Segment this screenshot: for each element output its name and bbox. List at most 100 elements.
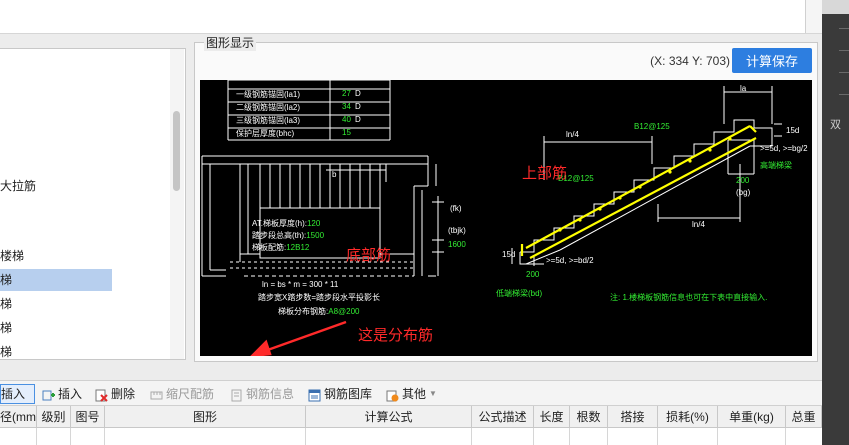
tree-item[interactable]: 梯 xyxy=(0,321,13,335)
ruler-tick xyxy=(839,94,849,95)
ruler-tick xyxy=(839,72,849,73)
dim-bd2: >=5d, >=bd/2 xyxy=(546,256,594,265)
dim-la: la xyxy=(740,84,747,93)
table-cell[interactable] xyxy=(718,428,786,445)
parameter-table xyxy=(227,80,391,141)
plan-ln-formula: ln = bs * m = 300 * 11 xyxy=(262,280,339,289)
plan-dist-rebar: 梯板分布钢筋:A8@200 xyxy=(278,307,360,316)
plan-thickness: AT.梯板厚度(h):120 xyxy=(252,219,321,228)
col-header[interactable]: 图形 xyxy=(105,406,306,428)
col-header[interactable]: 径(mm) xyxy=(0,406,37,428)
tree-item[interactable]: 梯 xyxy=(0,345,13,359)
table-cell[interactable] xyxy=(306,428,472,445)
param-row-value: 15 xyxy=(342,128,351,137)
plan-view xyxy=(201,155,444,277)
col-header[interactable]: 级别 xyxy=(37,406,71,428)
insert-button[interactable]: 插入 xyxy=(42,384,82,404)
stair-drawing xyxy=(201,80,782,356)
param-row-label: 二级钢筋锚固(la2) xyxy=(236,103,301,112)
graphic-display-title: 图形显示 xyxy=(204,34,257,51)
scale-rebar-label: 缩尺配筋 xyxy=(166,387,215,401)
dim-b12-top: B12@125 xyxy=(634,122,670,131)
annotation-top-rebar: 上部筋 xyxy=(522,165,568,182)
col-header[interactable]: 公式描述 xyxy=(472,406,534,428)
col-header[interactable]: 计算公式 xyxy=(306,406,472,428)
table-cell[interactable] xyxy=(658,428,718,445)
tree-scrollbar-thumb[interactable] xyxy=(173,111,180,191)
rebar-info-button[interactable]: 钢筋信息 xyxy=(230,384,294,404)
ruler-tick xyxy=(839,28,849,29)
red-arrow xyxy=(250,320,347,356)
table-cell[interactable] xyxy=(570,428,608,445)
dim-ln4-top: ln/4 xyxy=(566,130,579,139)
drawing-canvas[interactable]: 一级钢筋锚固(la1) 27 D 二级钢筋锚固(la2) 34 D 三级钢筋锚固… xyxy=(200,80,812,356)
table-cell[interactable] xyxy=(0,428,37,445)
table-cell[interactable] xyxy=(37,428,71,445)
insert-input-label: 插入 xyxy=(1,387,26,401)
scale-rebar-icon xyxy=(150,388,163,401)
top-bar xyxy=(0,0,822,34)
col-header[interactable]: 长度 xyxy=(534,406,570,428)
side-tab[interactable]: 双 xyxy=(830,119,841,131)
dim-b12-mid: B12@125 xyxy=(558,174,594,183)
scale-rebar-button[interactable]: 缩尺配筋 xyxy=(150,384,214,404)
col-header[interactable]: 损耗(%) xyxy=(658,406,718,428)
table-cell[interactable] xyxy=(71,428,105,445)
rebar-toolbar: 插入 插入 删除 缩尺配筋 钢筋信息 钢筋图库 其他 ▼ xyxy=(0,380,822,406)
table-cell[interactable] xyxy=(534,428,570,445)
col-header[interactable]: 单重(kg) xyxy=(718,406,786,428)
rebar-library-icon xyxy=(308,388,321,401)
delete-label: 删除 xyxy=(111,387,136,401)
param-row-label: 保护层厚度(bhc) xyxy=(236,129,295,138)
chevron-down-icon: ▼ xyxy=(429,389,437,398)
dim-200-left: 200 xyxy=(526,270,540,279)
tree-item[interactable]: 梯 xyxy=(0,297,13,311)
tree-item[interactable]: 楼梯 xyxy=(0,249,25,263)
other-button[interactable]: 其他 ▼ xyxy=(386,384,437,404)
delete-icon xyxy=(95,388,108,402)
tree-scrollbar[interactable] xyxy=(170,49,184,359)
dim-15d-left: 15d xyxy=(502,250,516,259)
drawing-note: 注: 1.楼梯板钢筋信息也可在下表中直接输入. xyxy=(610,293,768,302)
param-row-value: 27 xyxy=(342,89,351,98)
dim-ln4-bottom: ln/4 xyxy=(692,220,705,229)
param-row-value: 40 xyxy=(342,115,351,124)
rebar-table-header: 径(mm) 级别 图号 图形 计算公式 公式描述 长度 根数 搭接 损耗(%) … xyxy=(0,406,822,428)
col-header[interactable]: 总重 xyxy=(786,406,822,428)
delete-button[interactable]: 删除 xyxy=(95,384,135,404)
insert-input-button[interactable]: 插入 xyxy=(0,384,35,404)
rebar-info-label: 钢筋信息 xyxy=(246,387,295,401)
annotation-bottom-rebar: 底部筋 xyxy=(346,247,392,264)
rebar-library-button[interactable]: 钢筋图库 xyxy=(308,384,372,404)
param-row-unit: D xyxy=(355,115,361,124)
rebar-lines xyxy=(520,125,757,259)
rebar-library-label: 钢筋图库 xyxy=(324,387,373,401)
rebar-table-body xyxy=(0,428,822,445)
table-cell[interactable] xyxy=(105,428,306,445)
insert-icon xyxy=(42,388,55,401)
ruler-tick xyxy=(839,50,849,51)
col-header[interactable]: 图号 xyxy=(71,406,105,428)
dim-bg: (bg) xyxy=(736,188,751,197)
rebar-info-icon xyxy=(230,388,243,401)
dim-15d-right: 15d xyxy=(786,126,800,135)
table-cell[interactable] xyxy=(472,428,534,445)
annotation-dist-rebar: 这是分布筋 xyxy=(358,327,434,344)
other-icon xyxy=(386,388,399,401)
dim-tbjk: (tbjk) xyxy=(448,226,466,235)
dim-bg2: >=5d, >=bg/2 xyxy=(760,144,808,153)
calculate-save-button[interactable]: 计算保存 xyxy=(732,48,812,73)
col-header[interactable]: 根数 xyxy=(570,406,608,428)
plan-rebar: 梯板配筋:12B12 xyxy=(252,243,310,252)
dim-200-right: 200 xyxy=(736,176,750,185)
table-cell[interactable] xyxy=(608,428,658,445)
tree-item-selected[interactable]: 梯 xyxy=(0,269,112,291)
param-row-label: 一级钢筋锚固(la1) xyxy=(236,90,301,99)
col-header[interactable]: 搭接 xyxy=(608,406,658,428)
dim-1600: 1600 xyxy=(448,240,466,249)
dim-fk: (fk) xyxy=(450,204,462,213)
param-row-label: 三级钢筋锚固(la3) xyxy=(236,116,301,125)
insert-label: 插入 xyxy=(58,387,83,401)
low-beam-label: 低端梯梁(bd) xyxy=(496,289,543,298)
tree-item[interactable]: 大拉筋 xyxy=(0,179,37,193)
